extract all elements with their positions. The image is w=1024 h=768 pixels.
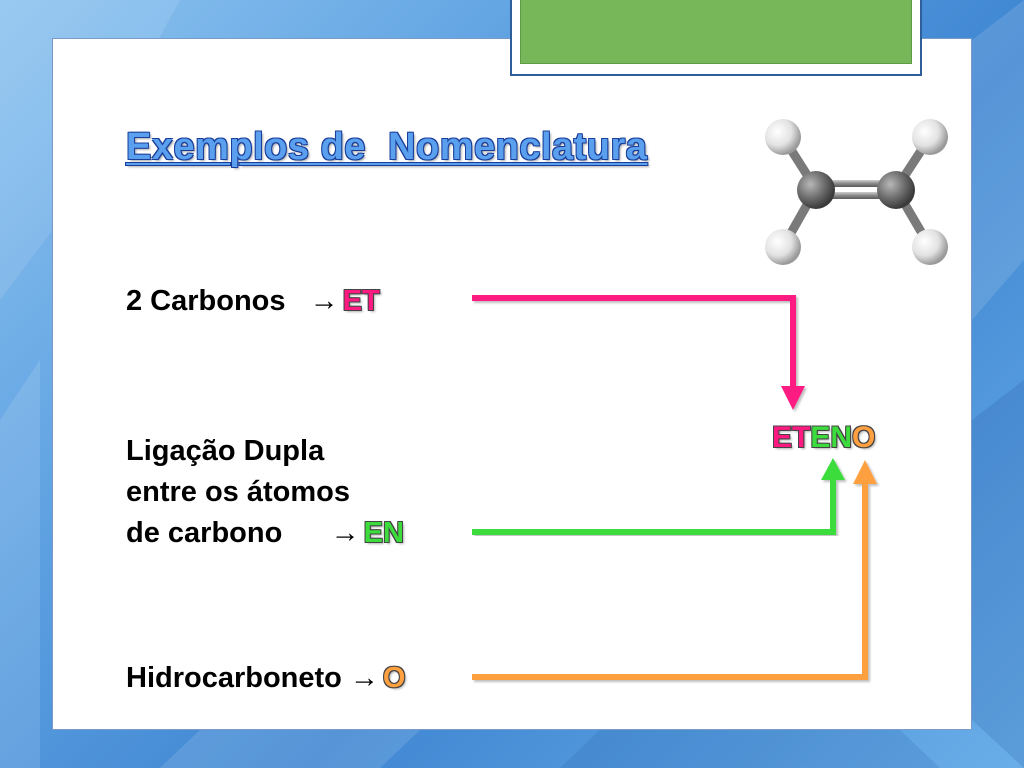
row-ligacao-line1: Ligação Dupla: [126, 435, 325, 467]
tag-en: EN: [363, 517, 404, 549]
header-tab-fill: [520, 0, 912, 64]
row-carbonos: 2 Carbonos →ET: [126, 285, 380, 318]
result-part-en: EN: [810, 421, 853, 454]
row-ligacao-line3-label: de carbono: [126, 517, 283, 549]
ethene-molecule-icon: [765, 119, 948, 265]
row-carbonos-label: 2 Carbonos: [126, 285, 286, 317]
slide-title: Exemplos de Nomenclatura: [126, 126, 648, 168]
tag-o: O: [382, 662, 406, 694]
arrow-right-icon: →: [309, 285, 339, 317]
row-hidrocarboneto: Hidrocarboneto→O: [126, 662, 405, 695]
result-part-o: O: [852, 421, 876, 454]
result-word: ETENO: [772, 421, 875, 455]
result-part-et: ET: [772, 421, 811, 454]
arrow-right-icon: →: [349, 662, 379, 694]
row-ligacao-line3: de carbono →EN: [126, 517, 404, 550]
row-hidrocarboneto-label: Hidrocarboneto: [126, 662, 342, 694]
row-ligacao-line2: entre os átomos: [126, 476, 350, 508]
tag-et: ET: [342, 285, 380, 317]
header-tab: [510, 0, 922, 76]
arrow-right-icon: →: [330, 517, 360, 549]
